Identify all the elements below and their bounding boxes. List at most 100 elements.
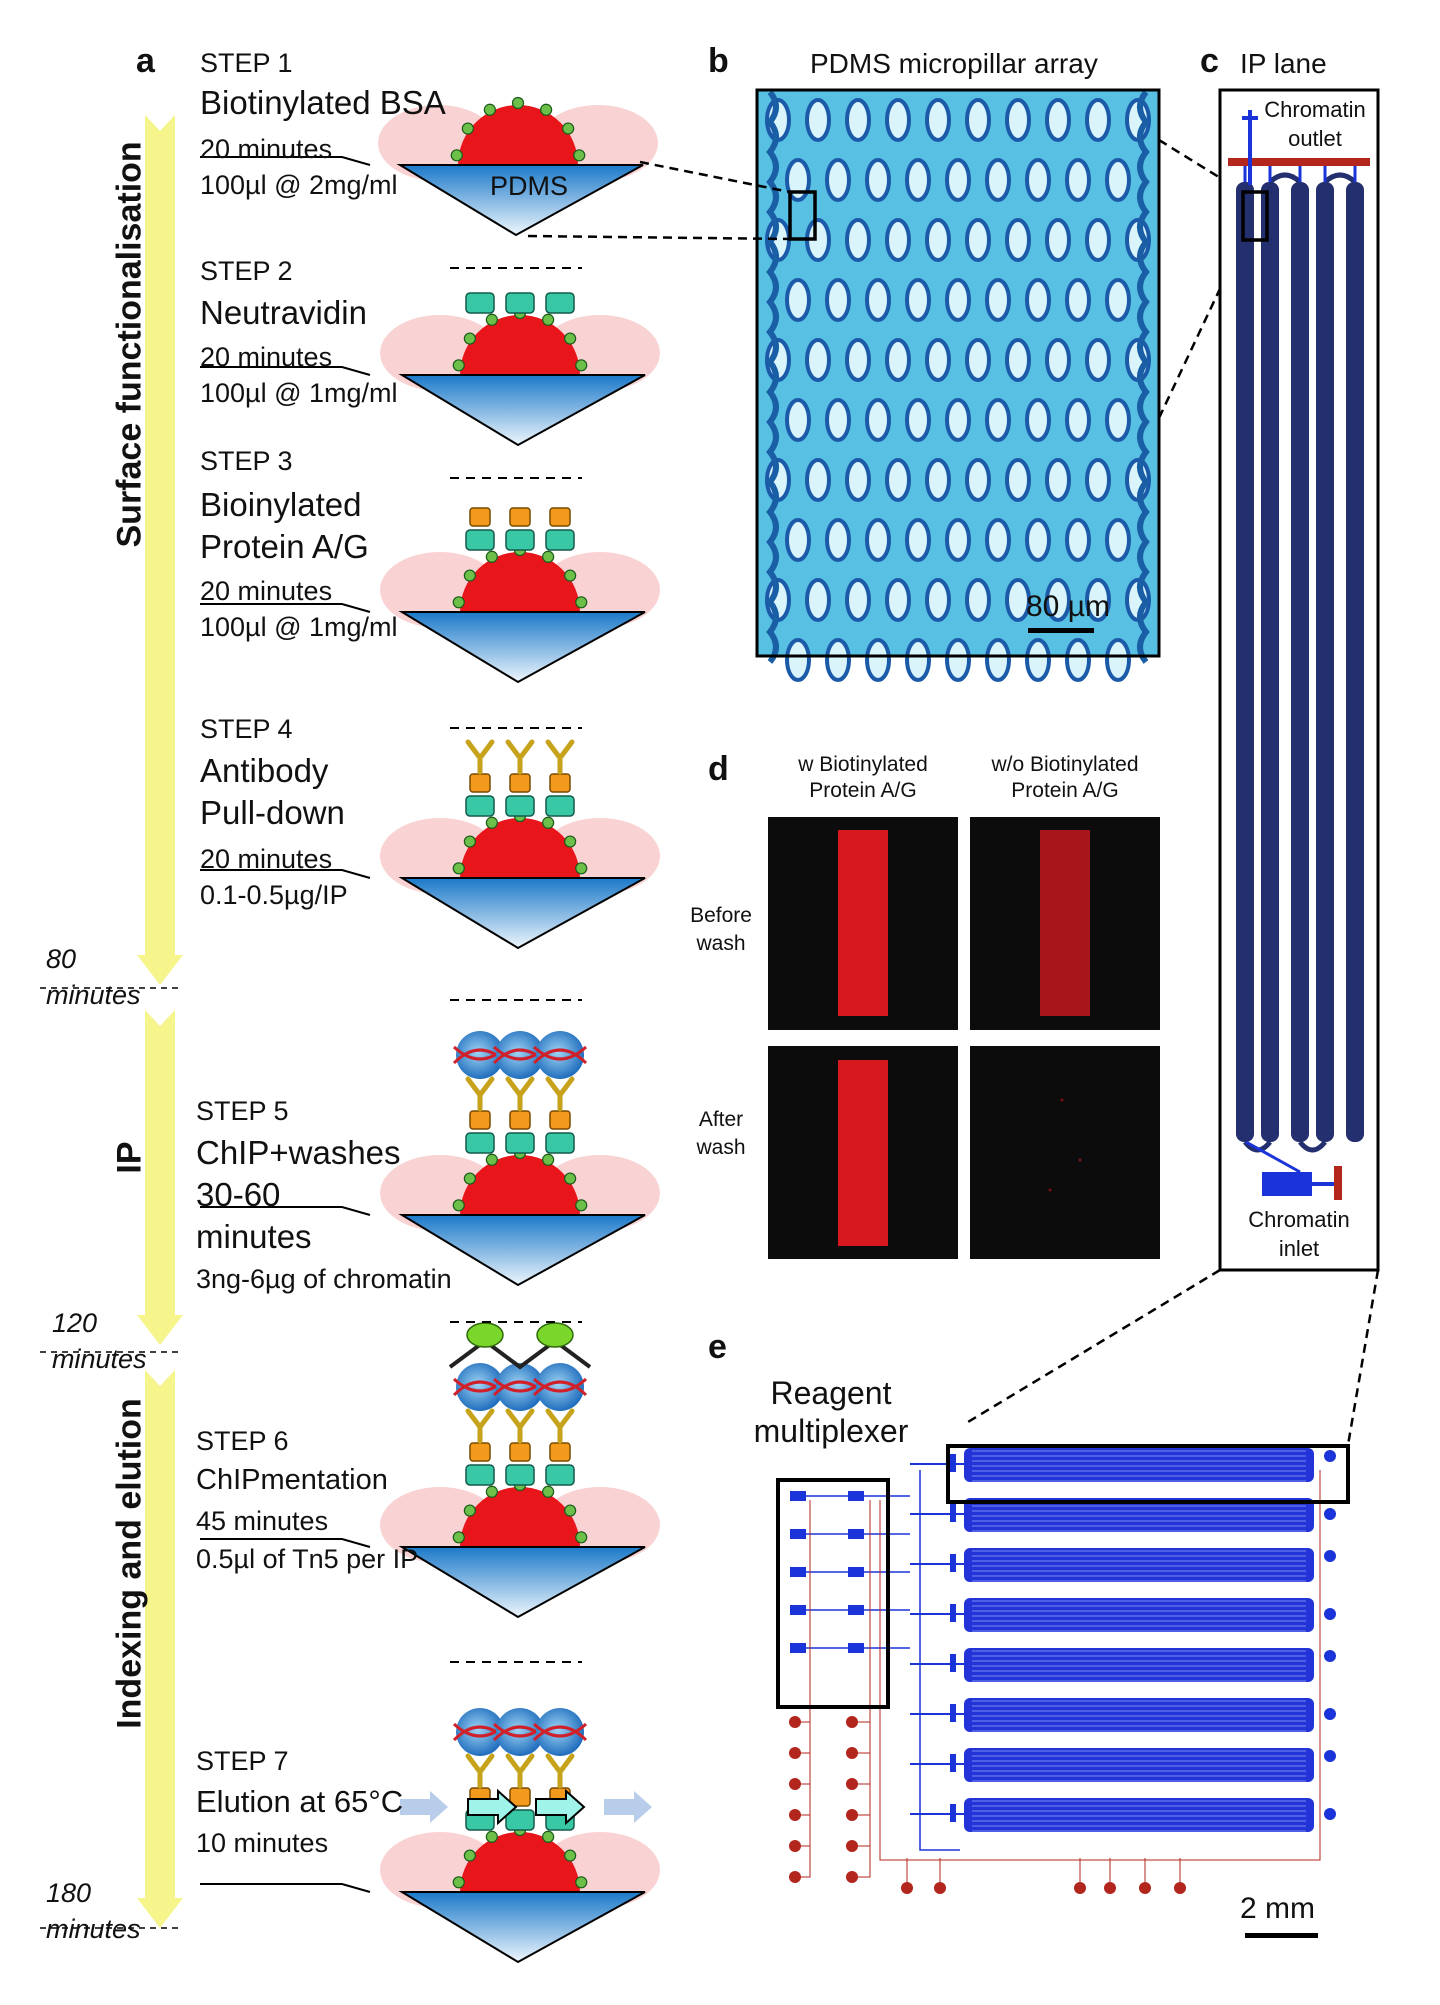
pillar (965, 458, 991, 502)
pillar (1025, 278, 1051, 322)
pillar (1045, 578, 1071, 622)
protein-ag (549, 1110, 571, 1130)
col-header-without: w/o Biotinylated Protein A/G (970, 752, 1160, 805)
pillar (1045, 98, 1071, 142)
pillar (1025, 398, 1051, 442)
pillar (845, 458, 871, 502)
pillar (925, 98, 951, 142)
biotin-dot (485, 550, 498, 563)
step4-title-1: Antibody (200, 752, 329, 789)
pillar (905, 398, 931, 442)
col-without-line-2: Protein A/G (1011, 779, 1119, 803)
biotin-dot (542, 1485, 555, 1498)
biotin-dot (485, 1153, 498, 1166)
marker-180-unit: minutes (46, 1914, 141, 1944)
zoom-box-c (1241, 190, 1269, 242)
step5-title-3: minutes (196, 1218, 312, 1255)
pillar (805, 98, 831, 142)
chromatin-inlet-label: Chromatin inlet (1240, 1206, 1358, 1263)
leader-line (200, 1883, 371, 1893)
elution-arrow (400, 1791, 448, 1823)
bead (460, 552, 580, 612)
step6-cartoon (200, 1322, 660, 1619)
biotin-dot (483, 103, 496, 116)
pillar (945, 158, 971, 202)
control-port (1174, 1882, 1186, 1894)
mux-highlight-box (776, 1478, 890, 1709)
pillar (1105, 398, 1131, 442)
pdms-wedge (398, 611, 646, 684)
biotin-dot (564, 569, 577, 582)
control-bus (879, 1470, 1321, 1861)
neutravidin (465, 1132, 495, 1154)
pillar (1105, 638, 1131, 682)
pillar (805, 458, 831, 502)
nucleosome (536, 1031, 584, 1079)
ip-lane-device (1218, 88, 1380, 1272)
mux-valve (790, 1643, 806, 1653)
step2-amount: 100µl @ 1mg/ml (200, 378, 398, 408)
step5-label: STEP 5 (196, 1096, 289, 1126)
chip-port (1324, 1808, 1336, 1820)
antibody (545, 739, 575, 775)
bead (460, 818, 580, 878)
outlet-bar (1228, 158, 1370, 166)
row-before-line-2: wash (696, 932, 746, 956)
arrow-segment-indexing (137, 1370, 183, 1928)
pillar (1025, 518, 1051, 562)
serpentine-channels (1236, 166, 1364, 1174)
pillar (925, 578, 951, 622)
pillar (925, 338, 951, 382)
step4-label: STEP 4 (200, 714, 293, 744)
step2-cartoon (200, 292, 660, 447)
pillar (1025, 158, 1051, 202)
tn5 (466, 1322, 504, 1348)
biotin-dot (485, 816, 498, 829)
bead (460, 315, 580, 375)
protein-ag (469, 1110, 491, 1130)
nucleosome (496, 1363, 544, 1411)
pdms-wedge (396, 164, 644, 237)
pillar (1065, 518, 1091, 562)
outlet-line-1: Chromatin (1264, 97, 1366, 122)
marker-80-value: 80 (46, 944, 77, 974)
col-with-line-1: w Biotinylated (798, 753, 928, 776)
pillar (985, 398, 1011, 442)
leader-line (200, 1206, 371, 1216)
pillar (1045, 458, 1071, 502)
elution-arrow (535, 1788, 586, 1826)
mux-valve (790, 1529, 806, 1539)
lane-channel (1316, 182, 1334, 1142)
pillar (1045, 338, 1071, 382)
ip-lane-title: IP lane (1240, 48, 1327, 79)
lane-highlight-box (946, 1444, 1350, 1504)
lane-channel (1291, 182, 1309, 1142)
biotin-dot (463, 835, 476, 848)
biotin-dot (573, 149, 586, 162)
inlet-line-1: Chromatin (1248, 1207, 1350, 1232)
protein-ag (509, 507, 531, 527)
neutravidin (465, 1464, 495, 1486)
micropillar-grid (765, 98, 1151, 682)
control-line (795, 1500, 811, 1785)
step1-title: Biotinylated BSA (200, 84, 446, 121)
panel-label-d: d (708, 750, 729, 788)
pillar (845, 218, 871, 262)
antibody (465, 1076, 495, 1112)
pillar (1045, 218, 1071, 262)
pillar (865, 638, 891, 682)
step-schematics (200, 96, 660, 1964)
control-line (852, 1500, 871, 1816)
step7-duration: 10 minutes (196, 1828, 329, 1858)
leader-line (200, 603, 371, 613)
signal-with-before (838, 830, 888, 1016)
chip-port (1324, 1508, 1336, 1520)
pillar (845, 338, 871, 382)
lane-bend (1298, 1140, 1327, 1153)
biotin-dot (564, 835, 577, 848)
neutravidin (505, 1464, 535, 1486)
pillar (1065, 278, 1091, 322)
control-line (795, 1500, 811, 1847)
pillar (865, 158, 891, 202)
phase-ip: IP (110, 1141, 149, 1174)
